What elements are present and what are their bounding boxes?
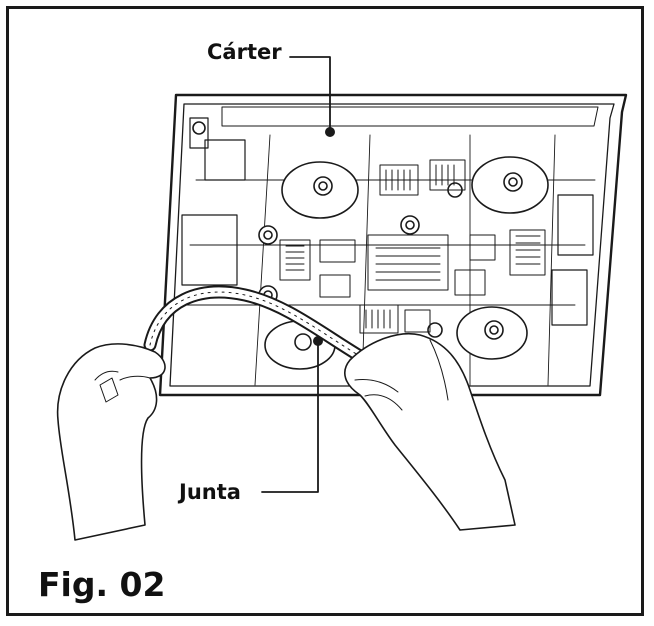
carter-leader-line: [289, 56, 331, 129]
junta-label: Junta: [179, 480, 241, 504]
figure-caption: Fig. 02: [38, 565, 166, 604]
vent-slots: [279, 159, 546, 334]
carter-leader-dot: [325, 127, 335, 137]
right-hand: [344, 333, 516, 531]
left-hand: [56, 343, 166, 541]
callout-lines: [261, 56, 335, 493]
coil-supports: [258, 156, 549, 370]
carter-label: Cárter: [207, 40, 282, 64]
junta-leader-line: [261, 344, 319, 493]
junta-leader-dot: [313, 336, 323, 346]
